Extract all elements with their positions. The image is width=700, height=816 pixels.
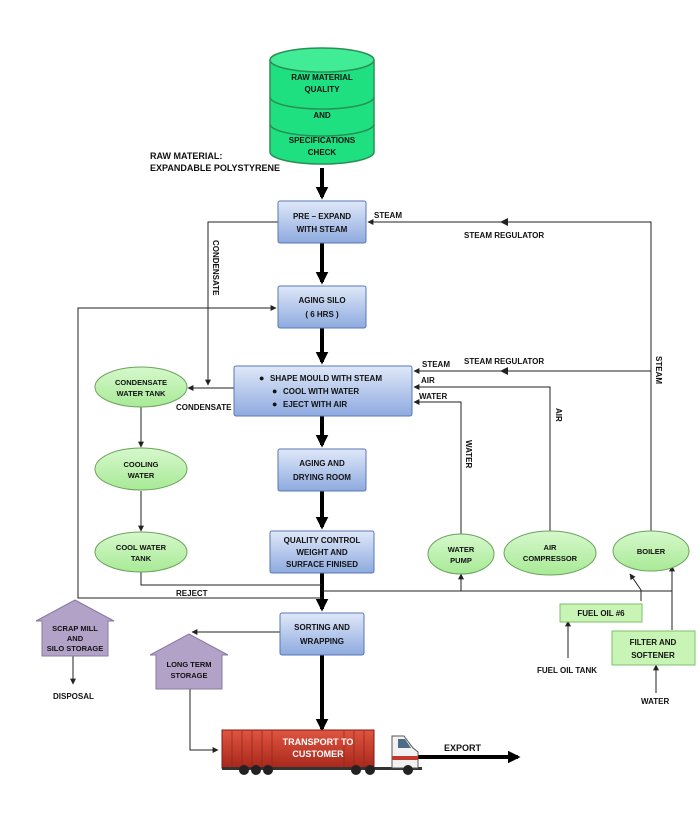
shape-mould-box: ● SHAPE MOULD WITH STEAM ● COOL WITH WAT…: [233, 365, 413, 417]
air-in-label: AIR: [421, 376, 435, 385]
aging-silo-line-1: AGING SILO: [298, 296, 345, 305]
aging-drying-box: AGING AND DRYING ROOM: [277, 448, 367, 492]
condensate-tank-line-2: WATER TANK: [117, 389, 166, 398]
filter-line-1: FILTER AND: [630, 638, 677, 647]
shape-mould-line-1: SHAPE MOULD WITH STEAM: [270, 374, 382, 383]
condensate-horizontal-label: CONDENSATE: [176, 403, 232, 412]
filter-line-2: SOFTENER: [631, 651, 675, 660]
steam-regulator-mid-label: STEAM REGULATOR: [464, 357, 544, 366]
water-pump-oval: WATER PUMP: [427, 533, 495, 575]
water-vertical-label: WATER: [464, 440, 473, 469]
long-term-storage-house: LONG TERM STORAGE: [149, 633, 229, 690]
disposal-label: DISPOSAL: [53, 692, 94, 701]
shape-mould-line-2: COOL WITH WATER: [283, 387, 359, 396]
preexpand-line-2: WITH STEAM: [297, 225, 348, 234]
scrap-line-2: AND: [67, 634, 84, 643]
cylinder-line-3: AND: [313, 111, 331, 120]
raw-material-check-cylinder: RAW MATERIAL QUALITY AND SPECIFICATIONS …: [269, 47, 375, 165]
cooling-water-line-2: WATER: [128, 471, 155, 480]
bullet-icon: ●: [272, 386, 277, 396]
raw-material-label-2: EXPANDABLE POLYSTYRENE: [150, 163, 280, 173]
connectors: [70, 218, 675, 753]
raw-material-label-1: RAW MATERIAL:: [150, 151, 222, 161]
water-bottom-label: WATER: [641, 697, 670, 706]
steam-top-label: STEAM: [374, 211, 402, 220]
air-compressor-oval: AIR COMPRESSOR: [503, 530, 597, 576]
quality-line-3: SURFACE FINISED: [286, 560, 358, 569]
cylinder-line-5: CHECK: [308, 148, 337, 157]
cylinder-line-1: RAW MATERIAL: [291, 73, 353, 82]
air-vertical-label: AIR: [554, 408, 563, 422]
cylinder-line-4: SPECIFICATIONS: [289, 136, 356, 145]
aging-drying-line-1: AGING AND: [299, 459, 345, 468]
cool-water-tank-line-1: COOL WATER: [116, 543, 167, 552]
water-in-label: WATER: [419, 392, 448, 401]
export-label: EXPORT: [444, 743, 482, 753]
quality-control-box: QUALITY CONTROL WEIGHT AND SURFACE FINIS…: [269, 530, 375, 574]
preexpand-line-1: PRE – EXPAND: [293, 212, 351, 221]
scrap-line-3: SILO STORAGE: [47, 644, 104, 653]
scrap-mill-house: SCRAP MILL AND SILO STORAGE: [35, 599, 115, 657]
long-term-line-1: LONG TERM: [167, 660, 212, 669]
boiler-label: BOILER: [637, 547, 666, 556]
sorting-line-1: SORTING AND: [294, 623, 350, 632]
bullet-icon: ●: [259, 373, 264, 383]
flow-labels: STEAM STEAM REGULATOR CONDENSATE STEAM S…: [53, 211, 670, 753]
quality-line-1: QUALITY CONTROL: [284, 536, 361, 545]
truck-line-2: CUSTOMER: [292, 749, 344, 759]
boiler-oval: BOILER: [612, 530, 690, 572]
aging-silo-box: AGING SILO ( 6 HRS ): [277, 285, 367, 329]
cylinder-line-2: QUALITY: [304, 85, 340, 94]
fuel-oil-tank-label: FUEL OIL TANK: [537, 666, 597, 675]
truck-image: TRANSPORT TO CUSTOMER: [221, 729, 422, 775]
sorting-line-2: WRAPPING: [300, 637, 344, 646]
filter-softener-box: FILTER AND SOFTENER: [611, 630, 696, 666]
preexpand-box: PRE – EXPAND WITH STEAM: [277, 200, 367, 244]
truck-line-1: TRANSPORT TO: [283, 737, 354, 747]
quality-line-2: WEIGHT AND: [296, 548, 347, 557]
air-compressor-line-1: AIR: [544, 543, 558, 552]
shape-mould-line-3: EJECT WITH AIR: [283, 400, 347, 409]
cool-water-tank-oval: COOL WATER TANK: [94, 531, 188, 573]
condensate-tank-line-1: CONDENSATE: [115, 378, 167, 387]
steam-mid-label: STEAM: [422, 360, 450, 369]
cooling-water-line-1: COOLING: [124, 460, 159, 469]
air-compressor-line-2: COMPRESSOR: [523, 554, 578, 563]
sorting-wrapping-box: SORTING AND WRAPPING: [279, 612, 365, 656]
long-term-line-2: STORAGE: [171, 671, 208, 680]
reject-label: REJECT: [176, 589, 208, 598]
aging-silo-line-2: ( 6 HRS ): [305, 310, 339, 319]
fuel-oil-box: FUEL OIL #6: [559, 603, 643, 623]
water-pump-line-2: PUMP: [450, 556, 472, 565]
water-pump-line-1: WATER: [448, 545, 475, 554]
steam-right-label: STEAM: [654, 356, 663, 384]
scrap-line-1: SCRAP MILL: [52, 624, 98, 633]
condensate-vertical-label: CONDENSATE: [211, 240, 220, 296]
condensate-tank-oval: CONDENSATE WATER TANK: [94, 366, 188, 408]
bullet-icon: ●: [272, 399, 277, 409]
fuel-oil-label: FUEL OIL #6: [577, 609, 625, 618]
steam-regulator-top-label: STEAM REGULATOR: [464, 231, 544, 240]
aging-drying-line-2: DRYING ROOM: [293, 473, 351, 482]
cooling-water-oval: COOLING WATER: [94, 447, 188, 491]
cool-water-tank-line-2: TANK: [131, 554, 152, 563]
